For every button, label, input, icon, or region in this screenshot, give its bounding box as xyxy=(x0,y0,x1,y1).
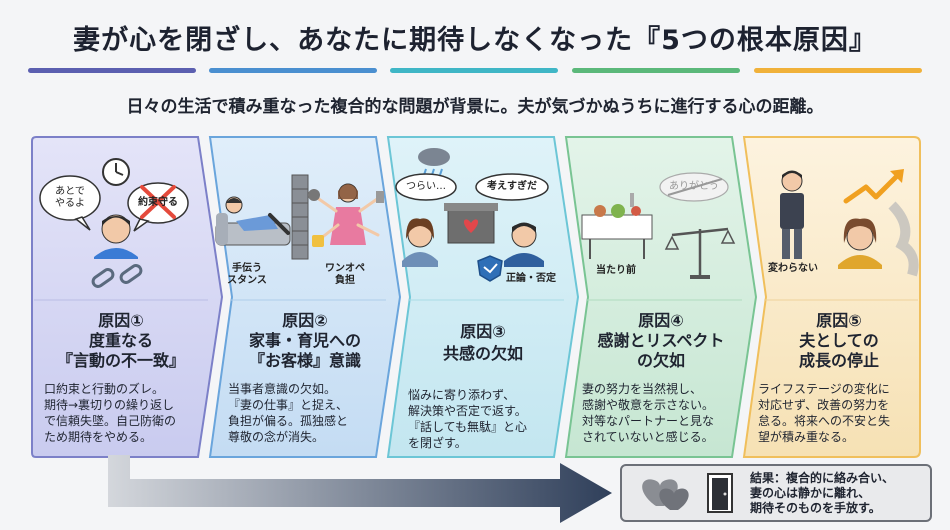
card-4-title-line-1: 感謝とリスペクト xyxy=(597,331,725,350)
page-title: 妻が心を閉ざし、あなたに期待しなくなった『5つの根本原因』 xyxy=(73,25,877,56)
card-4-desc-line: されていないと感じる。 xyxy=(582,430,714,444)
page-subtitle: 日々の生活で積み重なった複合的な問題が背景に。夫が気づかぬうちに進行する心の距離… xyxy=(126,97,824,117)
result-icons xyxy=(642,473,733,513)
card-4-description: 妻の努力を当然視し、 感謝や敬意を示さない。 対等なパートナーと見な されていな… xyxy=(582,381,744,445)
card-5-illustration: 変わらない xyxy=(742,135,924,295)
label-oneop-burden: ワンオペ負担 xyxy=(325,263,365,286)
color-bars xyxy=(28,68,922,73)
broken-hearts-icon xyxy=(642,479,689,510)
speech-bubble-painful: つらい… xyxy=(406,181,446,192)
card-1-title-line-1: 度重なる xyxy=(88,331,153,350)
result-line: 妻の心は静かに離れ、 xyxy=(750,486,871,500)
card-2-cause-number: 原因② xyxy=(282,311,328,330)
busy-woman-icon xyxy=(308,183,384,247)
card-5-cause-number: 原因⑤ xyxy=(816,311,862,330)
scale-icon xyxy=(664,227,736,279)
cause-card-1: あとでやるよ 約束守る 原因① 度重なる 『言動の不一致』 口約束と行動のズレ。… xyxy=(30,135,224,460)
card-2-title-line-1: 家事・育児への xyxy=(248,331,361,350)
card-5-desc-line: ライフステージの変化に xyxy=(758,382,890,396)
card-5-desc-line: 怠る。将来への不安と失 xyxy=(758,414,891,428)
card-2-desc-line: 当事者意識の欠如。 xyxy=(228,382,337,396)
card-3-illustration: つらい… 考えすぎだ 正論・否定 xyxy=(386,135,568,295)
woman-icon xyxy=(402,218,438,267)
card-1-title-line-2: 『言動の不一致』 xyxy=(56,351,185,370)
card-5-heading: 原因⑤ 夫としての 成長の停止 xyxy=(748,311,930,371)
worried-woman-icon xyxy=(838,201,919,277)
flow-arrow-icon xyxy=(108,455,612,523)
result-line: 期待そのものを手放す。 xyxy=(750,501,881,515)
card-3-title-line-1: 共感の欠如 xyxy=(442,344,523,363)
card-5-desc-line: 対応せず、改善の努力を xyxy=(758,398,890,412)
cause-card-4: ありがとう 当たり前 原因④ 感謝とリスペクト の欠如 妻の努力を当然視し、 感… xyxy=(564,135,758,460)
door-icon xyxy=(707,473,733,513)
color-bar-4 xyxy=(572,68,740,73)
label-logic-denial: 正論・否定 xyxy=(506,273,556,284)
card-4-title-line-2: の欠如 xyxy=(636,351,685,370)
card-3-cause-number: 原因③ xyxy=(460,322,506,341)
cause-card-2: 手伝うスタンス ワンオペ負担 原因② 家事・育児への 『お客様』意識 当事者意識… xyxy=(208,135,402,460)
man-icon xyxy=(504,222,544,267)
broken-chain-icon xyxy=(91,264,143,288)
result-line: 結果：複合的に絡み合い、 xyxy=(750,471,895,485)
card-4-illustration: ありがとう 当たり前 xyxy=(564,135,746,295)
card-5-title-line-2: 成長の停止 xyxy=(798,351,879,370)
card-4-desc-line: 感謝や敬意を示さない。 xyxy=(582,398,715,412)
card-2-title-line-2: 『お客様』意識 xyxy=(248,351,361,370)
card-2-heading: 原因② 家事・育児への 『お客様』意識 xyxy=(214,311,396,371)
card-5-description: ライフステージの変化に 対応せず、改善の努力を 怠る。将来への不安と失 望が積み… xyxy=(758,381,918,445)
color-bar-3 xyxy=(390,68,558,73)
card-1-desc-line: 口約束と行動のズレ。 xyxy=(44,382,165,396)
card-2-description: 当事者意識の欠如。 『妻の仕事』と捉え、 負担が偏る。孤独感と 尊敬の念が消失。 xyxy=(228,381,384,445)
color-bar-2 xyxy=(209,68,377,73)
card-1-cause-number: 原因① xyxy=(98,311,144,330)
speech-bubble-overthinking: 考えすぎだ xyxy=(487,181,537,192)
card-3-heading: 原因③ 共感の欠如 xyxy=(392,321,574,365)
card-1-illustration: あとでやるよ 約束守る xyxy=(30,135,212,295)
card-3-desc-line: 悩みに寄り添わず、 xyxy=(408,388,516,402)
rising-arrow-icon xyxy=(843,169,904,204)
lounging-man-icon xyxy=(215,196,291,246)
label-helper-stance: 手伝うスタンス xyxy=(227,263,267,286)
result-box: 結果：複合的に絡み合い、 妻の心は静かに離れ、 期待そのものを手放す。 xyxy=(620,464,932,522)
standing-man-icon xyxy=(780,170,804,259)
card-3-desc-line: 解決策や否定で返す。 xyxy=(408,404,527,418)
card-5-title-line-1: 夫としての xyxy=(799,331,879,350)
man-icon xyxy=(94,214,138,259)
card-1-heading: 原因① 度重なる 『言動の不一致』 xyxy=(30,311,212,371)
card-1-description: 口約束と行動のズレ。 期待→裏切りの繰り返し で信頼失墜。自己防衛の ため期待を… xyxy=(44,381,200,445)
card-3-description: 悩みに寄り添わず、 解決策や否定で返す。 『話しても無駄』と心 を閉ざす。 xyxy=(408,387,564,451)
card-3-desc-line: を閉ざす。 xyxy=(408,436,467,450)
color-bar-5 xyxy=(754,68,922,73)
shield-icon xyxy=(477,255,503,282)
clock-icon xyxy=(102,158,130,186)
label-taken-for-granted: 当たり前 xyxy=(596,265,636,276)
card-4-heading: 原因④ 感謝とリスペクト の欠如 xyxy=(570,311,752,371)
wall-icon xyxy=(291,174,309,260)
card-4-cause-number: 原因④ xyxy=(638,311,684,330)
card-4-desc-line: 妻の努力を当然視し、 xyxy=(582,382,703,396)
dining-table-icon xyxy=(581,193,653,259)
card-2-desc-line: 尊敬の念が消失。 xyxy=(228,430,325,444)
heart-box-icon xyxy=(444,203,498,244)
color-bar-1 xyxy=(28,68,196,73)
cause-card-3: つらい… 考えすぎだ 正論・否定 原因③ 共感の欠如 悩みに寄り添わず、 解決策… xyxy=(386,135,580,460)
card-4-desc-line: 対等なパートナーと見な xyxy=(582,414,715,428)
rain-cloud-icon xyxy=(418,148,450,176)
result-text: 結果：複合的に絡み合い、 妻の心は静かに離れ、 期待そのものを手放す。 xyxy=(750,471,930,516)
speech-bubble-promise: 約束守る xyxy=(138,197,178,208)
cause-card-5: 変わらない 原因⑤ 夫としての 成長の停止 ライフステージの変化に 対応せず、改… xyxy=(742,135,924,460)
card-1-desc-line: ため期待をやめる。 xyxy=(44,430,153,444)
label-unchanging: 変わらない xyxy=(768,263,818,274)
card-2-desc-line: 『妻の仕事』と捉え、 xyxy=(228,398,349,412)
card-3-shape xyxy=(386,136,580,458)
card-2-illustration: 手伝うスタンス ワンオペ負担 xyxy=(208,135,390,295)
speech-bubble-thanks: ありがとう xyxy=(669,181,719,192)
card-5-desc-line: 望が積み重なる。 xyxy=(758,430,855,444)
card-3-desc-line: 『話しても無駄』と心 xyxy=(408,420,528,434)
card-1-desc-line: 期待→裏切りの繰り返し xyxy=(44,398,175,412)
speech-bubble-later: あとでやるよ xyxy=(55,186,85,209)
card-2-desc-line: 負担が偏る。孤独感と xyxy=(228,414,349,428)
card-1-desc-line: で信頼失墜。自己防衛の xyxy=(44,414,177,428)
